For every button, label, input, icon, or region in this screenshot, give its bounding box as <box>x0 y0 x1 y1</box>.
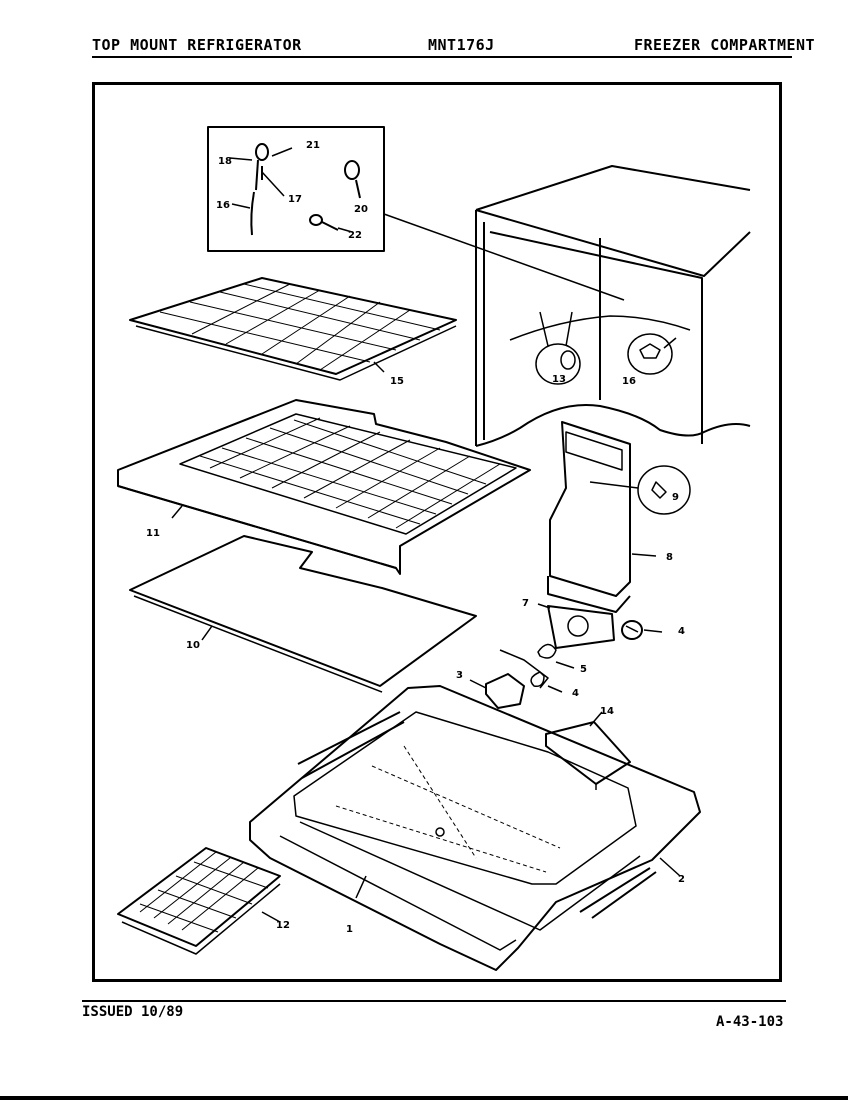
freezer-floor-liner <box>249 685 701 971</box>
callout-13: 13 <box>552 374 566 385</box>
header-rule <box>92 56 792 58</box>
issued-date: ISSUED 10/89 <box>82 1004 184 1020</box>
detail-pointer-line <box>383 213 625 301</box>
callout-4-lower: 4 <box>572 688 579 699</box>
ice-cube-tray <box>117 847 281 955</box>
header-title: TOP MOUNT REFRIGERATOR <box>92 36 302 54</box>
page-code: A-43-103 <box>716 1014 784 1030</box>
callout-16-cabinet: 16 <box>622 376 636 387</box>
callout-10: 10 <box>186 640 200 651</box>
callout-12: 12 <box>276 920 290 931</box>
callout-20: 20 <box>354 204 368 215</box>
callout-21: 21 <box>306 140 320 151</box>
callout-15: 15 <box>390 376 404 387</box>
callout-18: 18 <box>218 156 232 167</box>
bottom-edge-bar <box>0 1096 848 1100</box>
diagram-frame <box>92 82 782 982</box>
footer-rule <box>82 1000 786 1002</box>
air-duct-cover <box>547 421 691 613</box>
callout-22: 22 <box>348 230 362 241</box>
light-bulb-part <box>344 160 361 199</box>
callout-5: 5 <box>580 664 587 675</box>
header-model-number: MNT176J <box>428 36 495 54</box>
grommet-part <box>621 620 643 640</box>
wire-shelf <box>129 277 457 381</box>
callout-7: 7 <box>522 598 529 609</box>
freezer-shelf-grille <box>117 399 531 575</box>
fan-motor-part <box>485 649 549 709</box>
fan-blade-part <box>530 643 557 688</box>
callout-4-upper: 4 <box>678 626 685 637</box>
callout-16-detail: 16 <box>216 200 230 211</box>
callout-leader-lines <box>171 227 681 923</box>
callout-8: 8 <box>666 552 673 563</box>
header-section: FREEZER COMPARTMENT <box>634 36 816 54</box>
lens-disc-part <box>309 214 339 231</box>
detail-inset-box <box>207 126 385 252</box>
evaporator-cover <box>545 721 631 790</box>
fan-bracket-plate <box>547 605 615 649</box>
callout-3: 3 <box>456 670 463 681</box>
light-socket-detail <box>250 143 269 236</box>
callout-1: 1 <box>346 924 353 935</box>
callout-11: 11 <box>146 528 160 539</box>
callout-17: 17 <box>288 194 302 205</box>
shelf-panel <box>129 535 477 693</box>
detail-leader-lines <box>229 147 293 209</box>
callout-14: 14 <box>600 706 614 717</box>
freezer-cabinet <box>475 165 751 447</box>
callout-9: 9 <box>672 492 679 503</box>
callout-2: 2 <box>678 874 685 885</box>
